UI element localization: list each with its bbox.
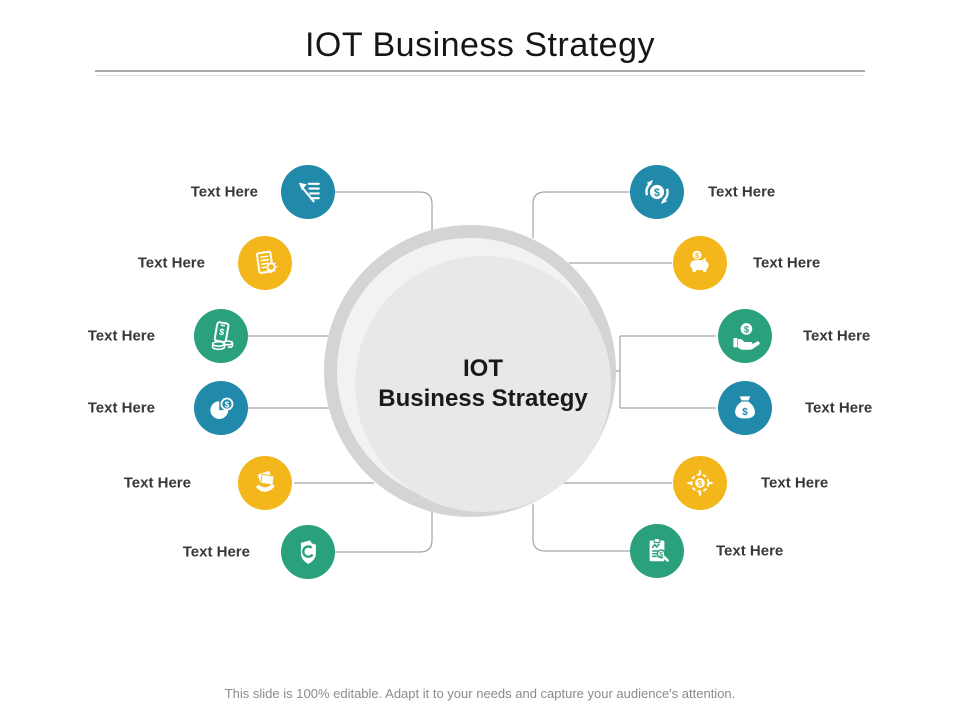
title-divider-shadow <box>95 75 865 76</box>
center-title-line1: IOT <box>463 355 503 382</box>
node-label: Text Here <box>137 254 205 272</box>
node-label: Text Here <box>716 542 784 560</box>
money-bag-icon: $ <box>718 381 772 435</box>
svg-text:$: $ <box>695 251 700 260</box>
node-label: Text Here <box>708 183 776 201</box>
node-label: Text Here <box>753 254 821 272</box>
svg-text:$: $ <box>659 551 663 558</box>
footer-note: This slide is 100% editable. Adapt it to… <box>224 686 736 701</box>
svg-text:$: $ <box>698 479 703 488</box>
dollar-target-icon: $ <box>673 456 727 510</box>
pie-chart-dollar-icon: $ <box>194 381 248 435</box>
node-label: Text Here <box>803 327 871 345</box>
node-label: Text Here <box>190 183 258 201</box>
shield-badge-icon <box>281 525 335 579</box>
svg-text:$: $ <box>744 324 750 334</box>
arrow-stack-icon <box>281 165 335 219</box>
node-label: Text Here <box>182 543 250 561</box>
document-gear-icon <box>238 236 292 290</box>
money-cycle-icon: $ <box>630 165 684 219</box>
node-label: Text Here <box>87 399 155 417</box>
center-circle-face: IOT Business Strategy <box>355 256 611 512</box>
node-label: Text Here <box>123 474 191 492</box>
clipboard-analysis-icon: $ <box>630 524 684 578</box>
hand-documents-icon <box>238 456 292 510</box>
svg-text:$: $ <box>654 187 660 199</box>
node-label: Text Here <box>87 327 155 345</box>
hand-dollar-icon: $ <box>718 309 772 363</box>
title-divider <box>95 70 865 72</box>
svg-text:$: $ <box>225 399 230 409</box>
center-circle-ring: IOT Business Strategy <box>337 238 611 512</box>
mobile-payment-icon: $ <box>194 309 248 363</box>
center-title-line2: Business Strategy <box>378 385 588 412</box>
svg-text:$: $ <box>218 327 225 338</box>
slide-title: IOT Business Strategy <box>304 26 656 64</box>
node-label: Text Here <box>805 399 873 417</box>
center-circle: IOT Business Strategy <box>324 225 616 517</box>
piggy-bank-icon: $ <box>673 236 727 290</box>
node-label: Text Here <box>761 474 829 492</box>
svg-text:$: $ <box>742 407 748 418</box>
